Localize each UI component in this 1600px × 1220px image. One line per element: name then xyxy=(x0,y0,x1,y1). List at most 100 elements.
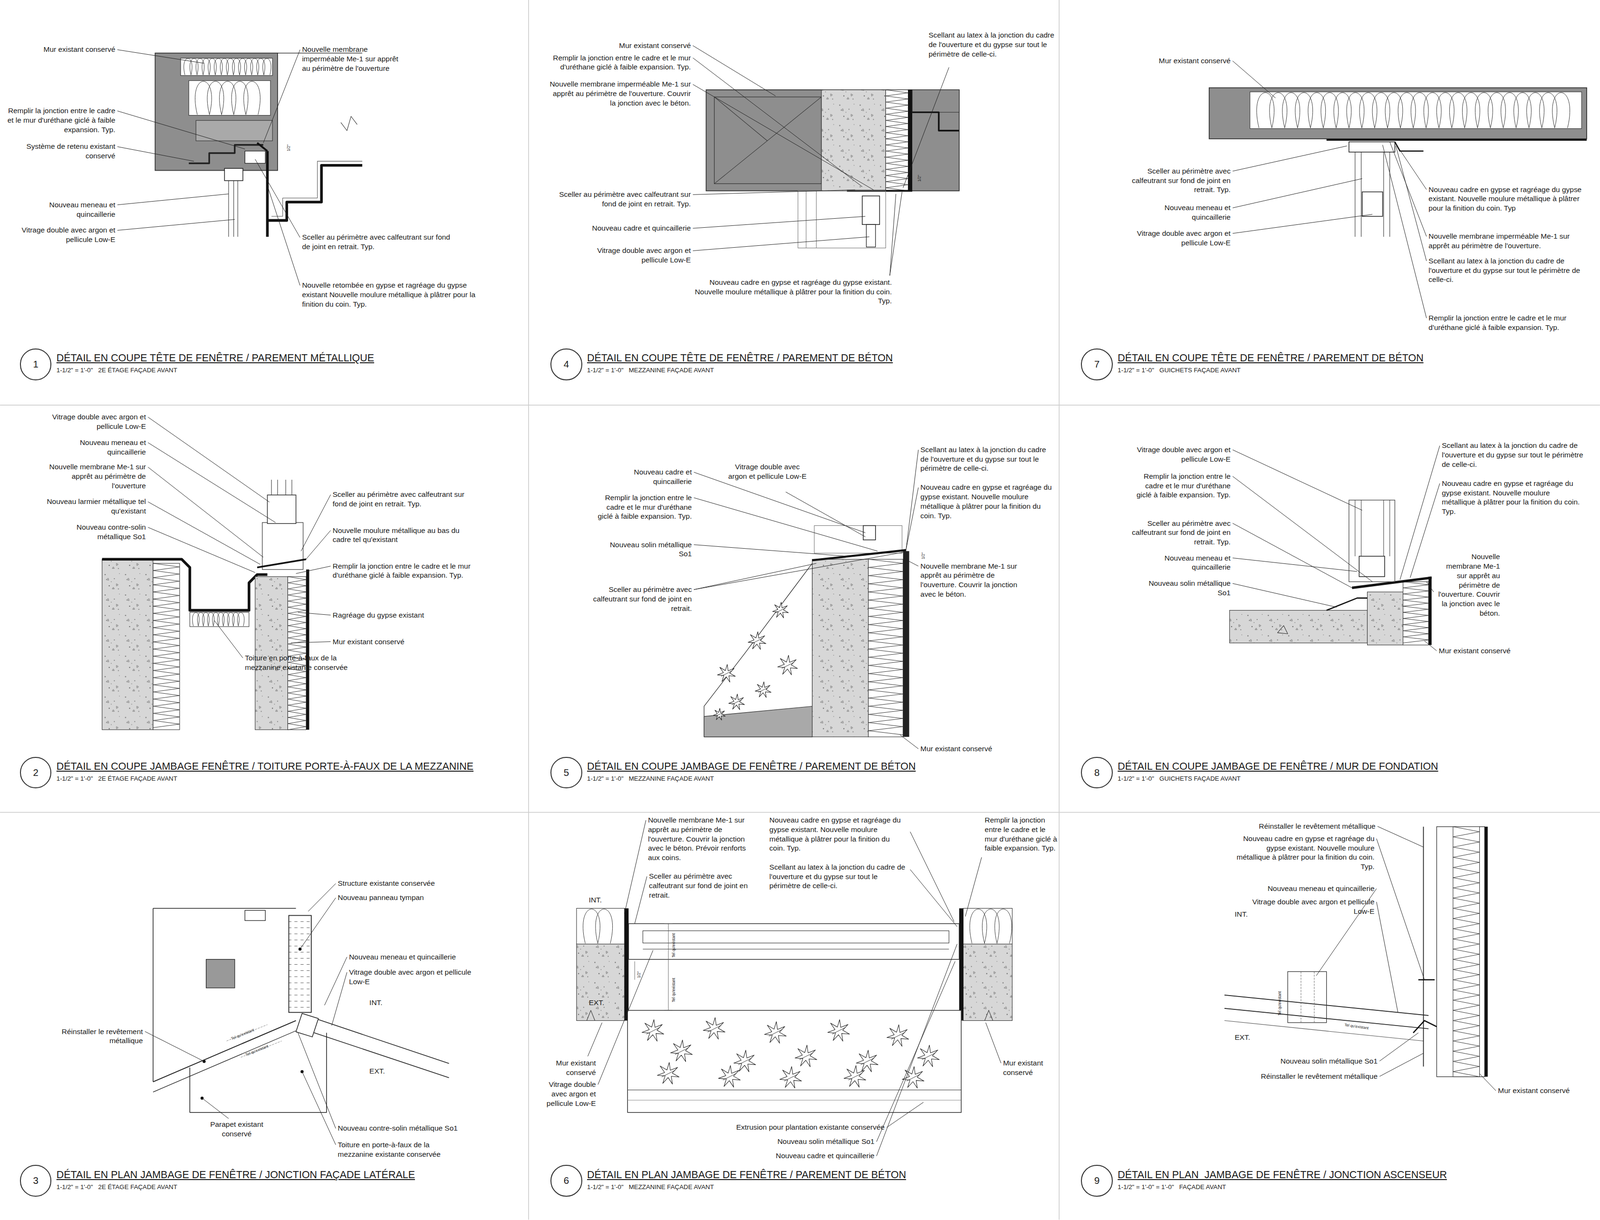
annotation-label: Nouveau solin métallique So1 xyxy=(742,1136,875,1147)
annotation-label: Réinstaller le revêtement métallique xyxy=(40,1026,144,1046)
membrane xyxy=(1484,826,1488,1077)
plant-symbol xyxy=(758,687,769,693)
concrete xyxy=(1229,610,1368,644)
leader-line xyxy=(693,216,866,229)
annotation-label: Vitrage double avec argon et pellicule L… xyxy=(1252,896,1375,916)
drawing-line xyxy=(664,923,673,924)
plant-symbol xyxy=(755,681,772,698)
leader-line xyxy=(785,491,866,537)
annotation-label: Nouvelle membrane Me-1 sur apprêt au pér… xyxy=(43,462,146,491)
plant-symbol xyxy=(661,1069,675,1077)
insulation-batt xyxy=(969,908,1012,944)
mullion xyxy=(1360,152,1362,237)
mullion xyxy=(233,180,234,237)
insulation-zigzag xyxy=(868,559,904,735)
window-frame xyxy=(1349,141,1396,152)
mullion xyxy=(291,479,292,495)
leader-line xyxy=(903,67,950,188)
leader-line xyxy=(117,49,204,64)
leader-line xyxy=(1376,901,1398,1013)
leader-line xyxy=(324,956,347,1006)
annotation-label: Mur existant conservé xyxy=(1002,1058,1060,1078)
leader-line xyxy=(1426,581,1434,592)
annotation-label: Remplir la jonction entre le cadre et le… xyxy=(984,815,1059,853)
drawing-line xyxy=(1224,1020,1424,1041)
callout-circle: 4DÉTAIL EN COUPE TÊTE DE FENÊTRE / PAREM… xyxy=(550,348,583,381)
annotation-label: Vitrage double avec argon et pellicule L… xyxy=(1128,228,1231,248)
drawing-line xyxy=(1277,625,1288,634)
leader-line xyxy=(1389,141,1427,237)
annotation-label: Nouveau cadre en gypse et ragréage du gy… xyxy=(920,482,1053,521)
leader-line xyxy=(889,193,897,276)
annotation-label: Vitrage double avec argon et pellicule L… xyxy=(588,245,692,265)
leader-line xyxy=(1424,640,1437,651)
plant-symbol xyxy=(827,1019,850,1041)
leader-line xyxy=(117,146,194,162)
existing-wall xyxy=(154,53,278,171)
plant-symbol xyxy=(779,1066,802,1089)
gypsum-return xyxy=(912,112,960,131)
annotation-label: EXT. xyxy=(369,1066,400,1076)
insulation-batt xyxy=(583,908,613,944)
callout-circle: 6DÉTAIL EN PLAN JAMBAGE DE FENÊTRE / PAR… xyxy=(550,1164,583,1197)
plant-symbol xyxy=(657,1062,680,1085)
leader-line xyxy=(693,497,878,551)
membrane xyxy=(959,907,964,1021)
leader-line xyxy=(301,1071,336,1145)
annotation-label: Nouvelle retombée en gypse et ragréage d… xyxy=(301,280,476,309)
plant-symbol xyxy=(831,1027,846,1034)
plant-symbol xyxy=(906,1074,920,1081)
metal-cladding xyxy=(1423,826,1425,1067)
leader-line xyxy=(693,189,856,195)
window-frame xyxy=(862,195,880,225)
insulation xyxy=(868,559,904,737)
annotation-label: Nouveau meneau et quincaillerie xyxy=(348,952,482,962)
plant-symbol xyxy=(902,1066,925,1089)
leader-line xyxy=(634,876,647,924)
plant-symbol xyxy=(848,1073,862,1080)
leader-line xyxy=(298,1032,336,1128)
existing-wall xyxy=(1209,87,1587,139)
drawing-line xyxy=(805,190,807,248)
plant-symbol xyxy=(784,1074,798,1081)
insulation xyxy=(885,89,908,192)
callout-number: 9 xyxy=(1081,1165,1112,1196)
annotation-label: Vitrage double avec argon et pellicule L… xyxy=(1128,444,1231,464)
insulation-zigzag xyxy=(153,563,180,728)
drawing-line xyxy=(984,1010,993,1021)
callout-number: 1 xyxy=(20,349,51,380)
annotation-label: EXT. xyxy=(588,997,620,1008)
leader-line xyxy=(1410,483,1440,578)
annotation-label: Nouveau meneau et quincaillerie xyxy=(54,437,146,457)
annotation-label: Nouveau solin métallique So1 xyxy=(1244,1056,1378,1066)
annotation-label: INT. xyxy=(1234,909,1265,919)
insulation-zigzag xyxy=(287,576,307,730)
mullion xyxy=(277,479,278,495)
leader-line xyxy=(147,501,261,565)
annotation-label: Remplir la jonction entre le cadre et le… xyxy=(595,492,693,521)
detail-title: DÉTAIL EN COUPE TÊTE DE FENÊTRE / PAREME… xyxy=(1117,352,1424,365)
leader-line xyxy=(117,219,235,231)
insulation-batt xyxy=(1256,92,1571,128)
annotation-label: Réinstaller le revêtement métallique xyxy=(1204,1071,1378,1081)
leader-dot xyxy=(300,1069,304,1073)
detail-scale: 1-1/2" = 1'-0" 2E ÉTAGE FAÇADE AVANT xyxy=(56,774,178,782)
leader-line xyxy=(1479,1073,1496,1091)
insulation-batt xyxy=(576,907,625,944)
annotation-label: Réinstaller le revêtement métallique xyxy=(1202,821,1376,831)
leader-line xyxy=(899,734,919,749)
leader-line xyxy=(624,819,646,914)
insulation-batt xyxy=(1250,91,1582,129)
annotation-label: Nouveau larmier métallique tel qu'exista… xyxy=(43,496,146,516)
annotation-label: Mur existant conservé xyxy=(1438,645,1536,656)
leader-line xyxy=(263,49,300,144)
dimension-text: 1/2" xyxy=(636,970,642,978)
planter xyxy=(627,1010,962,1113)
gypsum-return xyxy=(1418,978,1435,981)
concrete xyxy=(102,559,154,730)
plant-symbol xyxy=(777,655,798,675)
dimension-text: 1/2" xyxy=(917,174,923,182)
membrane xyxy=(1326,138,1587,141)
insulation xyxy=(1453,826,1480,1077)
plant-symbol xyxy=(917,1044,940,1067)
